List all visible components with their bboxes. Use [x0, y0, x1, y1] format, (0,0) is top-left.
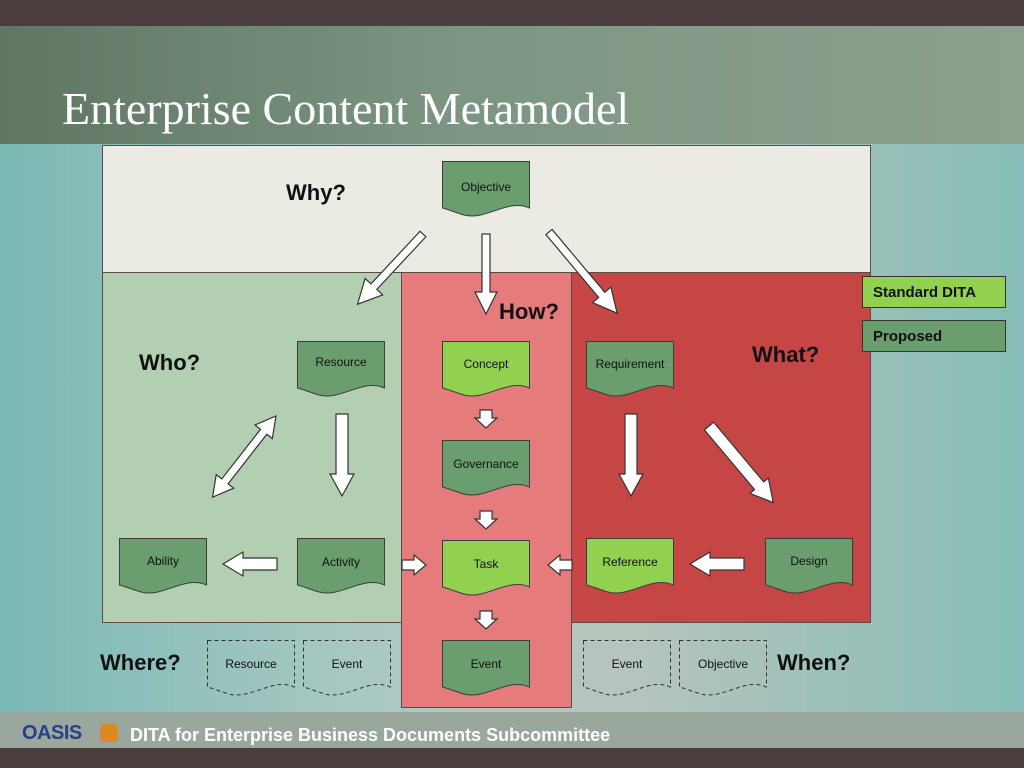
arrow-resource-activity [328, 413, 356, 498]
arrow-design-reference [688, 550, 745, 578]
document-shape-icon [442, 640, 530, 696]
node-label: Design [790, 554, 828, 568]
node-requirement[interactable]: Requirement [586, 341, 674, 399]
node-where-resource[interactable]: Resource [207, 640, 295, 698]
who-label: Who? [139, 350, 201, 375]
node-label: Resource [225, 657, 277, 671]
node-resource[interactable]: Resource [297, 341, 385, 399]
oasis-logo-icon [100, 724, 118, 742]
document-outline-icon [679, 640, 767, 696]
document-outline-icon [583, 640, 671, 696]
arrow-resource-ability [211, 415, 277, 499]
what-label: What? [752, 342, 820, 367]
arrow-task-event [473, 610, 499, 630]
arrow-activity-ability [221, 550, 278, 578]
arrow-governance-task [473, 510, 499, 530]
arrow-requirement-reference [617, 413, 645, 498]
node-when-objective[interactable]: Objective [679, 640, 767, 698]
node-concept[interactable]: Concept [442, 341, 530, 399]
footer-text: DITA for Enterprise Business Documents S… [130, 725, 611, 745]
legend-standard-dita: Standard DITA [862, 276, 1006, 308]
document-shape-icon [297, 538, 385, 594]
arrow-activity-task [401, 553, 427, 577]
document-shape-icon [586, 538, 674, 594]
node-label: Objective [460, 180, 512, 194]
node-label: Governance [453, 457, 519, 471]
node-task[interactable]: Task [442, 540, 530, 598]
when-label: When? [777, 650, 851, 675]
how-label: How? [499, 299, 559, 324]
document-shape-icon [442, 440, 530, 496]
oasis-logo: OASIS [22, 722, 82, 744]
document-shape-icon [119, 538, 207, 594]
node-governance[interactable]: Governance [442, 440, 530, 498]
node-label: Requirement [595, 357, 665, 371]
document-shape-icon [442, 341, 530, 397]
where-label: Where? [100, 650, 181, 675]
document-shape-icon [442, 161, 530, 217]
node-objective[interactable]: Objective [442, 161, 530, 219]
node-ability[interactable]: Ability [119, 538, 207, 596]
node-label: Objective [697, 657, 749, 671]
node-label: Reference [602, 555, 658, 569]
node-label: Task [473, 557, 499, 571]
why-label: Why? [286, 180, 346, 205]
document-outline-icon [303, 640, 391, 696]
document-shape-icon [586, 341, 674, 397]
node-where-event[interactable]: Event [303, 640, 391, 698]
node-label: Ability [146, 554, 179, 568]
title-band [0, 26, 1024, 144]
bottom-bar [0, 748, 1024, 768]
node-label: Event [470, 657, 502, 671]
node-label: Event [611, 657, 643, 671]
arrow-requirement-design [703, 421, 775, 504]
document-shape-icon [442, 540, 530, 596]
node-label: Concept [463, 357, 509, 371]
legend-proposed: Proposed [862, 320, 1006, 352]
arrow-reference-task [547, 553, 573, 577]
document-outline-icon [207, 640, 295, 696]
document-shape-icon [297, 341, 385, 397]
arrow-objective-concept [474, 233, 498, 316]
node-reference[interactable]: Reference [586, 538, 674, 596]
footer-band [0, 712, 1024, 748]
node-design[interactable]: Design [765, 538, 853, 596]
arrow-concept-governance [473, 409, 499, 429]
node-when-event[interactable]: Event [583, 640, 671, 698]
page-title: Enterprise Content Metamodel [62, 83, 630, 134]
node-activity[interactable]: Activity [297, 538, 385, 596]
node-label: Event [331, 657, 363, 671]
node-label: Resource [315, 355, 367, 369]
node-label: Activity [321, 555, 360, 569]
node-event[interactable]: Event [442, 640, 530, 698]
top-bar [0, 0, 1024, 26]
document-shape-icon [765, 538, 853, 594]
arrow-objective-resource [356, 230, 427, 306]
arrow-objective-requirement [545, 228, 618, 315]
